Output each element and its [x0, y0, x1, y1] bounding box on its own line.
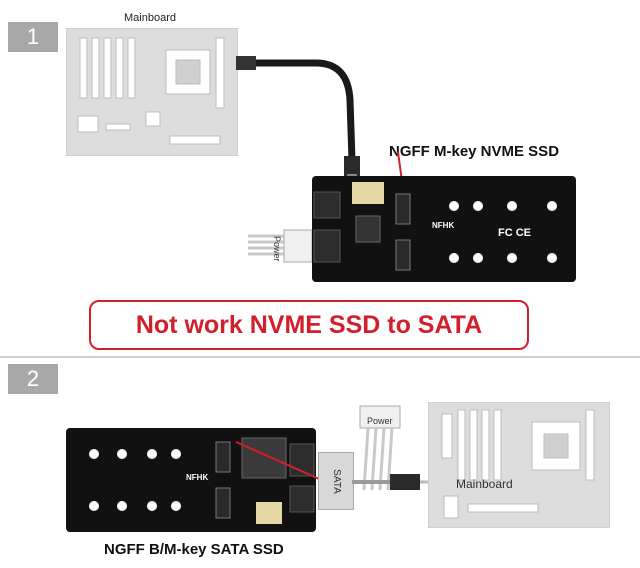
power-label-bottom: Power [367, 416, 393, 426]
warning-text: Not work NVME SSD to SATA [136, 311, 482, 340]
sata-ssd-label: NGFF B/M-key SATA SSD [104, 541, 284, 558]
svg-text:FC CE: FC CE [498, 227, 531, 239]
section-divider [0, 356, 640, 358]
mainboard-illustration-bottom [428, 402, 610, 528]
step-1-badge: 1 [8, 22, 58, 52]
sata-cable-top [236, 40, 366, 190]
mainboard-illustration-top [66, 28, 238, 156]
warning-box: Not work NVME SSD to SATA [89, 300, 529, 350]
mainboard-label-bottom: Mainboard [456, 477, 513, 491]
step-2-badge: 2 [8, 364, 58, 394]
board-brand-bottom: NFHK [186, 473, 208, 482]
mainboard-label-top: Mainboard [124, 12, 176, 24]
adapter-board-top: NFHK FC CE [312, 176, 576, 282]
sata-cable-bottom [350, 466, 434, 500]
sata-label: SATA [330, 469, 341, 494]
power-label-top: Power [272, 236, 282, 262]
board-brand-top: NFHK [432, 221, 454, 230]
